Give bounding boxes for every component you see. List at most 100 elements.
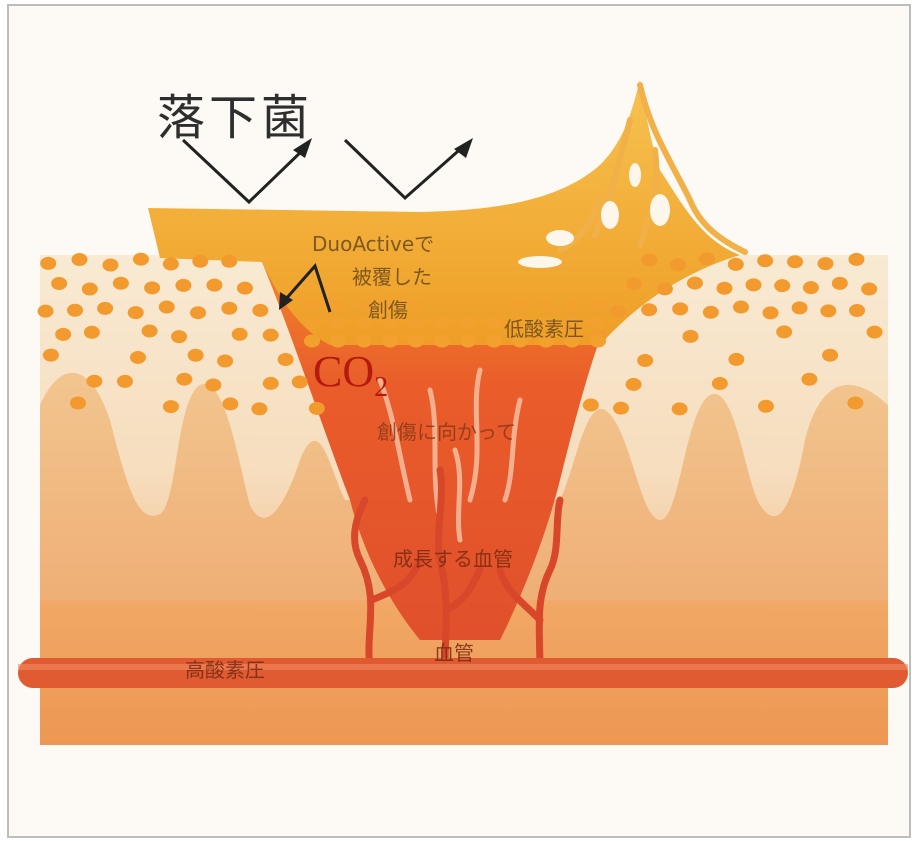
cell-dot bbox=[330, 299, 346, 312]
cell-dot bbox=[847, 397, 863, 410]
cell-dot bbox=[712, 377, 728, 390]
co2-label: CO2 bbox=[313, 346, 388, 404]
cell-dot bbox=[251, 402, 267, 415]
cell-dot bbox=[278, 353, 294, 366]
cell-dot bbox=[486, 317, 502, 330]
cell-dot bbox=[205, 378, 221, 391]
cell-dot bbox=[670, 258, 686, 271]
cell-dot bbox=[672, 302, 688, 315]
low-oxygen-label: 低酸素圧 bbox=[504, 313, 584, 342]
cell-dot bbox=[822, 349, 838, 362]
cell-dot bbox=[292, 375, 308, 388]
cell-dot bbox=[86, 375, 102, 388]
cell-dot bbox=[40, 257, 56, 270]
cell-dot bbox=[188, 349, 204, 362]
cell-dot bbox=[171, 330, 187, 343]
cell-dot bbox=[222, 397, 238, 410]
cell-dot bbox=[787, 255, 803, 268]
cell-dot bbox=[758, 400, 774, 413]
cell-dot bbox=[309, 402, 325, 415]
cell-dot bbox=[159, 301, 175, 314]
cell-dot bbox=[217, 354, 233, 367]
cell-dot bbox=[192, 255, 208, 268]
cell-dot bbox=[128, 306, 144, 319]
cell-dot bbox=[263, 377, 279, 390]
cell-dot bbox=[687, 277, 703, 290]
cell-dot bbox=[82, 282, 98, 295]
cell-dot bbox=[221, 302, 237, 315]
cell-dot bbox=[682, 330, 698, 343]
cell-dot bbox=[232, 328, 248, 341]
cell-dot bbox=[564, 299, 580, 312]
cell-dot bbox=[434, 335, 450, 348]
cell-dot bbox=[330, 317, 346, 330]
cell-dot bbox=[641, 253, 657, 266]
cell-dot bbox=[144, 281, 160, 294]
high-oxygen-label: 高酸素圧 bbox=[185, 654, 265, 683]
cell-dot bbox=[867, 326, 883, 339]
toward-wound-label: 創傷に向かって bbox=[377, 416, 516, 445]
cell-dot bbox=[408, 317, 424, 330]
cell-dot bbox=[590, 335, 606, 348]
cell-dot bbox=[613, 402, 629, 415]
cell-dot bbox=[728, 258, 744, 271]
cell-dot bbox=[745, 278, 761, 291]
covered-wound-label-line2: 被覆した bbox=[352, 261, 432, 290]
cell-dot bbox=[67, 304, 83, 317]
cell-dot bbox=[460, 335, 476, 348]
cell-dot bbox=[486, 335, 502, 348]
cell-dot bbox=[861, 283, 877, 296]
cell-dot bbox=[610, 305, 626, 318]
covered-wound-label-line1: DuoActiveで bbox=[312, 228, 434, 257]
cell-dot bbox=[408, 299, 424, 312]
blood-vessel-label: 血管 bbox=[434, 637, 474, 666]
cell-dot bbox=[221, 255, 237, 268]
cell-dot bbox=[733, 301, 749, 314]
cell-dot bbox=[55, 328, 71, 341]
cell-dot bbox=[820, 304, 836, 317]
cell-dot bbox=[801, 373, 817, 386]
falling-bacteria-label: 落下菌 bbox=[157, 78, 313, 148]
cell-dot bbox=[237, 282, 253, 295]
cell-dot bbox=[206, 279, 222, 292]
cell-dot bbox=[43, 349, 59, 362]
cell-dot bbox=[38, 305, 54, 318]
cell-dot bbox=[774, 279, 790, 292]
cell-dot bbox=[304, 299, 320, 312]
cell-dot bbox=[699, 253, 715, 266]
cell-dot bbox=[84, 326, 100, 339]
cell-dot bbox=[757, 254, 773, 267]
cell-dot bbox=[672, 402, 688, 415]
cell-dot bbox=[97, 302, 113, 315]
cell-dot bbox=[803, 281, 819, 294]
covered-wound-label-line3: 創傷 bbox=[368, 294, 408, 323]
cell-dot bbox=[190, 306, 206, 319]
cell-dot bbox=[113, 277, 129, 290]
cell-dot bbox=[583, 399, 599, 412]
cell-dot bbox=[71, 253, 87, 266]
cell-dot bbox=[252, 304, 268, 317]
cell-dot bbox=[70, 397, 86, 410]
cell-dot bbox=[716, 282, 732, 295]
cell-dot bbox=[176, 373, 192, 386]
cell-dot bbox=[728, 353, 744, 366]
cell-dot bbox=[163, 400, 179, 413]
cell-dot bbox=[763, 306, 779, 319]
cell-dot bbox=[538, 299, 554, 312]
cell-dot bbox=[792, 301, 808, 314]
cell-dot bbox=[626, 378, 642, 391]
cell-dot bbox=[130, 351, 146, 364]
cell-dot bbox=[849, 304, 865, 317]
cell-dot bbox=[117, 375, 133, 388]
cell-dot bbox=[512, 299, 528, 312]
cell-dot bbox=[626, 277, 642, 290]
cell-dot bbox=[102, 258, 118, 271]
cell-dot bbox=[163, 257, 179, 270]
cell-dot bbox=[637, 354, 653, 367]
cell-dot bbox=[848, 253, 864, 266]
cell-dot bbox=[657, 282, 673, 295]
cell-dot bbox=[51, 277, 67, 290]
cell-dot bbox=[304, 317, 320, 330]
cell-dot bbox=[832, 277, 848, 290]
cell-dot bbox=[460, 317, 476, 330]
